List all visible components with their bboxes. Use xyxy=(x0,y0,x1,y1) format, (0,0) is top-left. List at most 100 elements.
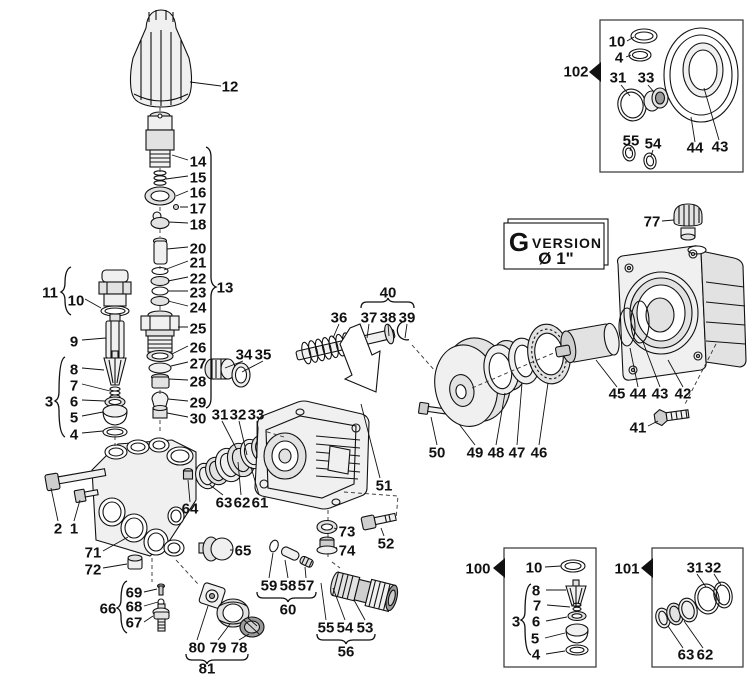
part-label-box_102-33: 33 xyxy=(638,69,655,86)
kit-box-101-arrow-icon xyxy=(641,558,653,578)
part-label-box_102-55: 55 xyxy=(623,132,640,149)
part-label-main-34: 34 xyxy=(236,346,253,363)
part-label-main-68: 68 xyxy=(126,598,143,615)
part-label-box_102-43: 43 xyxy=(712,138,729,155)
part-label-main-38: 38 xyxy=(380,309,397,326)
part-label-main-55: 55 xyxy=(318,619,335,636)
motor-housing-drawing xyxy=(616,203,747,427)
part-label-main-15: 15 xyxy=(190,169,207,186)
part-label-main-51: 51 xyxy=(376,477,393,494)
g-version-box xyxy=(503,222,605,270)
part-label-main-33: 33 xyxy=(248,406,265,423)
g-version-diameter: Ø 1" xyxy=(538,249,573,268)
part-label-main-45: 45 xyxy=(609,385,626,402)
part-label-main-44: 44 xyxy=(630,385,647,402)
part-label-box_100-4: 4 xyxy=(532,646,541,663)
part-label-main-13: 13 xyxy=(217,279,234,296)
part-label-main-9: 9 xyxy=(70,333,78,350)
kit-boxes: 102 100 101 xyxy=(465,19,744,668)
part-label-main-56: 56 xyxy=(338,643,355,660)
kit-box-102-arrow-icon xyxy=(589,62,601,82)
part-label-box_102-44: 44 xyxy=(687,139,704,156)
part-label-main-36: 36 xyxy=(331,309,348,326)
kit-box-101-label: 101 xyxy=(614,560,639,577)
part-label-main-62: 62 xyxy=(234,494,251,511)
part-label-main-81: 81 xyxy=(199,660,216,675)
part-label-main-8: 8 xyxy=(70,361,78,378)
thermal-valve-parts-drawing xyxy=(152,583,170,632)
kit-100-contents-drawing xyxy=(560,559,589,656)
part-label-main-40: 40 xyxy=(380,284,397,301)
part-label-main-7: 7 xyxy=(70,377,78,394)
part-label-main-71: 71 xyxy=(85,544,102,561)
part-label-main-61: 61 xyxy=(252,494,269,511)
g-version-letter: G xyxy=(509,227,529,257)
part-label-main-10: 10 xyxy=(68,292,85,309)
part-label-main-16: 16 xyxy=(190,184,207,201)
part-label-box_100-10: 10 xyxy=(526,559,543,576)
pump-manifold-drawing xyxy=(44,437,234,570)
kit-box-100-arrow-icon xyxy=(493,558,505,578)
part-label-main-3: 3 xyxy=(45,393,53,410)
kit-box-102-label: 102 xyxy=(563,63,588,80)
part-label-main-24: 24 xyxy=(190,299,207,316)
part-label-main-64: 64 xyxy=(182,500,199,517)
part-label-main-35: 35 xyxy=(255,346,272,363)
part-label-box_102-4: 4 xyxy=(615,49,624,66)
part-label-main-78: 78 xyxy=(231,639,248,656)
part-label-main-80: 80 xyxy=(189,639,206,656)
part-label-main-66: 66 xyxy=(100,600,117,617)
kit-box-100-label: 100 xyxy=(465,560,490,577)
part-label-main-60: 60 xyxy=(280,601,297,618)
part-label-box_101-62: 62 xyxy=(697,646,714,663)
kit-101-contents-drawing xyxy=(655,581,733,629)
part-label-main-26: 26 xyxy=(190,339,207,356)
part-label-box_100-8: 8 xyxy=(532,582,540,599)
part-label-main-2: 2 xyxy=(54,520,62,537)
part-label-main-37: 37 xyxy=(361,309,378,326)
part-label-main-52: 52 xyxy=(378,535,395,552)
part-label-main-6: 6 xyxy=(70,393,78,410)
part-label-main-4: 4 xyxy=(70,426,79,443)
part-label-main-50: 50 xyxy=(429,444,446,461)
outlet-coupling-drawing xyxy=(269,539,399,613)
inlet-valve-column-drawing xyxy=(98,269,132,438)
part-label-main-31: 31 xyxy=(212,406,229,423)
part-label-box_101-32: 32 xyxy=(705,559,722,576)
part-label-main-11: 11 xyxy=(42,284,58,301)
piston-parts-drawing xyxy=(198,582,265,638)
part-label-main-42: 42 xyxy=(675,385,692,402)
part-label-main-18: 18 xyxy=(190,216,207,233)
part-label-main-28: 28 xyxy=(190,373,207,390)
unloader-valve-stack-drawing xyxy=(140,111,180,419)
kit-box-100 xyxy=(503,547,597,668)
part-label-main-39: 39 xyxy=(399,309,416,326)
g-version-callout: G VERSION Ø 1" xyxy=(503,218,609,270)
crankcase-cover-drawing xyxy=(254,400,397,555)
part-label-main-14: 14 xyxy=(190,153,207,170)
part-label-main-47: 47 xyxy=(509,444,526,461)
piston-guide-spring-drawing xyxy=(295,320,410,393)
part-label-main-5: 5 xyxy=(70,409,78,426)
part-label-main-30: 30 xyxy=(190,410,207,427)
part-label-box_101-63: 63 xyxy=(678,646,695,663)
nozzle-knob-drawing xyxy=(129,9,193,108)
part-label-main-59: 59 xyxy=(261,577,278,594)
part-label-main-43: 43 xyxy=(652,385,669,402)
part-label-main-65: 65 xyxy=(235,542,252,559)
part-label-main-69: 69 xyxy=(126,584,143,601)
part-label-box_101-31: 31 xyxy=(687,559,704,576)
part-label-main-72: 72 xyxy=(85,561,102,578)
part-label-main-53: 53 xyxy=(357,619,374,636)
part-label-main-21: 21 xyxy=(190,254,207,271)
part-label-main-25: 25 xyxy=(190,320,207,337)
part-label-main-79: 79 xyxy=(210,639,227,656)
part-label-box_100-6: 6 xyxy=(532,613,540,630)
dashed-centerlines xyxy=(114,107,717,585)
part-label-main-54: 54 xyxy=(337,619,354,636)
part-label-box_100-3: 3 xyxy=(512,613,520,630)
part-label-main-1: 1 xyxy=(70,520,78,537)
part-label-main-12: 12 xyxy=(222,78,239,95)
